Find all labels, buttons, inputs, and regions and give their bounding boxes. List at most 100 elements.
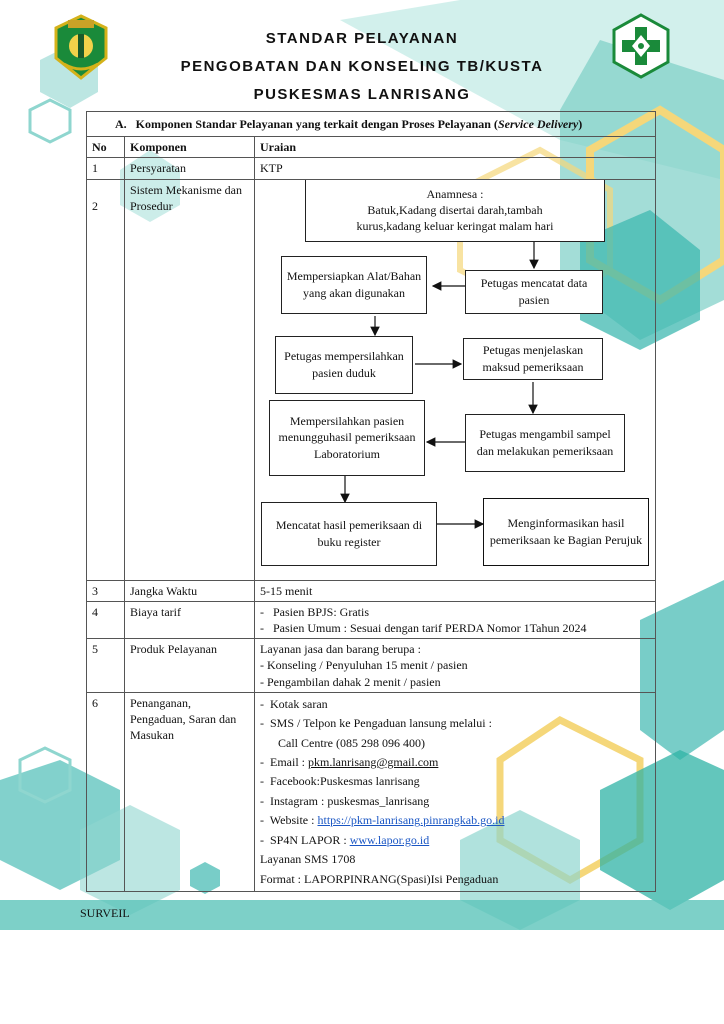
row-uraian: - Pasien BPJS: Gratis - Pasien Umum : Se… [254,600,656,640]
product-list: - Konseling / Penyuluhan 15 menit / pasi… [260,657,650,689]
list-item: Format : LAPORPINRANG(Spasi)Isi Pengadua… [260,870,650,889]
flow-step-explain-text: Petugas menjelaskan maksud pemeriksaan [482,343,584,374]
channel-website-link[interactable]: https://pkm-lanrisang.pinrangkab.go.id [317,813,505,828]
flow-step-record-register: Mencatat hasil pemeriksaan di buku regis… [261,501,437,566]
row-komponen: Sistem Mekanisme dan Prosedur [124,178,255,581]
row-uraian: 5-15 menit [254,579,656,602]
channel-email-link[interactable]: pkm.lanrisang@gmail.com [308,755,439,769]
title-line-2: PENGOBATAN DAN KONSELING TB/KUSTA [180,58,544,75]
row-komponen: Penanganan, Pengaduan, Saran dan Masukan [124,691,255,893]
channel-email-label: Email : [270,755,308,769]
section-label: A. [115,117,127,131]
row-komponen: Persyaratan [124,157,255,180]
row-number: 6 [86,691,125,893]
flow-step-record-register-text: Mencatat hasil pemeriksaan di buku regis… [275,518,423,549]
service-standard-table: A. Komponen Standar Pelayanan yang terka… [86,110,656,893]
flow-step-take-sample-text: Petugas mengambil sampel dan melakukan p… [476,427,614,458]
row-number: 3 [86,579,125,602]
header-uraian: Uraian [254,136,656,159]
flow-step-seat-patient-text: Petugas mempersilahkan pasien duduk [284,349,404,380]
procedure-flowchart: Anamnesa : Batuk,Kadang disertai darah,t… [255,179,655,580]
section-title-prefix: Komponen Standar Pelayanan yang terkait … [135,117,498,131]
table-row: 3 Jangka Waktu 5-15 menit [86,579,656,602]
list-item: - SP4N LAPOR : www.lapor.go.id [260,832,430,847]
row-number: 5 [86,638,125,693]
flow-step-wait-results-text: Mempersilahkan pasien menungguhasil peme… [278,414,416,461]
row-uraian: - Kotak saran - SMS / Telpon ke Pengadua… [254,691,656,893]
list-item: - Pengambilan dahak 2 menit / pasien [260,674,441,689]
table-row: 5 Produk Pelayanan Layanan jasa dan bara… [86,638,656,693]
product-intro: Layanan jasa dan barang berupa : [260,642,421,657]
header-komponen: Komponen [124,136,255,159]
list-item: - Instagram : puskesmas_lanrisang [260,793,430,808]
row-uraian: Layanan jasa dan barang berupa : - Konse… [254,638,656,693]
table-header-row: No Komponen Uraian [86,136,656,159]
fee-bpjs: Pasien BPJS: Gratis [273,604,370,619]
flow-step-wait-results: Mempersilahkan pasien menungguhasil peme… [269,399,425,476]
puskesmas-logo [612,13,670,79]
flow-step-prepare-tools-text: Mempersiapkan Alat/Bahan yang akan digun… [286,269,422,300]
channel-sms-format: Format : LAPORPINRANG(Spasi)Isi Pengadua… [260,871,499,886]
table-row-procedure: 2 Sistem Mekanisme dan Prosedur [86,178,656,581]
table-row: 4 Biaya tarif - Pasien BPJS: Gratis - Pa… [86,600,656,640]
row-number: 4 [86,600,125,640]
row-number-text: 2 [92,198,98,213]
flow-step-anamnesa-title: Anamnesa : [426,186,484,201]
list-item: - SMS / Telpon ke Pengaduan lansung mela… [260,716,492,731]
section-title: A. Komponen Standar Pelayanan yang terka… [86,110,656,138]
flow-step-prepare-tools: Mempersiapkan Alat/Bahan yang akan digun… [281,255,427,314]
channel-lapor-label: SP4N LAPOR : [270,832,350,847]
title-line-3: PUSKESMAS LANRISANG [253,86,471,103]
section-title-suffix: ) [578,117,583,131]
row-number: 2 [86,178,125,581]
channel-lapor-link[interactable]: www.lapor.go.id [349,832,430,847]
channel-facebook: Facebook:Puskesmas lanrisang [270,774,420,789]
row-komponen: Biaya tarif [124,600,255,640]
list-item: - Kotak saran [260,696,328,711]
title-line-1: STANDAR PELAYANAN [265,30,459,47]
list-item: - Pasien Umum : Sesuai dengan tarif PERD… [260,620,587,635]
list-item: Call Centre (085 298 096 400) [260,734,650,753]
channel-sms-phone: SMS / Telpon ke Pengaduan lansung melalu… [270,716,492,731]
fee-list: - Pasien BPJS: Gratis - Pasien Umum : Se… [260,604,650,636]
procedure-flowchart-cell: Anamnesa : Batuk,Kadang disertai darah,t… [254,178,656,581]
flow-step-seat-patient: Petugas mempersilahkan pasien duduk [275,335,413,394]
flow-step-inform-results-text: Menginformasikan hasil pemeriksaan ke Ba… [489,516,643,547]
flow-step-anamnesa-line3: kurus,kadang keluar keringat malam hari [356,219,554,234]
document-page: STANDAR PELAYANAN PENGOBATAN DAN KONSELI… [0,0,724,930]
channel-suggestion-box: Kotak saran [270,696,328,711]
flow-step-record-data: Petugas mencatat data pasien [465,269,603,314]
flow-step-anamnesa: Anamnesa : Batuk,Kadang disertai darah,t… [305,179,605,242]
flow-step-anamnesa-line2: Batuk,Kadang disertai darah,tambah [367,202,543,217]
product-counseling: Konseling / Penyuluhan 15 menit / pasien [267,658,468,673]
pinrang-regency-logo [54,14,108,80]
flow-step-record-data-text: Petugas mencatat data pasien [480,276,588,307]
flow-step-inform-results: Menginformasikan hasil pemeriksaan ke Ba… [483,497,649,566]
list-item: - Email : pkm.lanrisang@gmail.com [260,755,439,769]
table-row: 6 Penanganan, Pengaduan, Saran dan Masuk… [86,691,656,893]
product-sputum: Pengambilan dahak 2 menit / pasien [267,674,441,689]
flow-step-explain: Petugas menjelaskan maksud pemeriksaan [463,337,603,380]
channel-sms-service: Layanan SMS 1708 [260,852,356,867]
row-number: 1 [86,157,125,180]
list-item: - Facebook:Puskesmas lanrisang [260,774,420,789]
fee-umum: Pasien Umum : Sesuai dengan tarif PERDA … [273,620,587,635]
flow-step-take-sample: Petugas mengambil sampel dan melakukan p… [465,413,625,472]
footer-label: SURVEIL [80,906,130,920]
table-row: 1 Persyaratan KTP [86,157,656,180]
row-komponen: Produk Pelayanan [124,638,255,693]
channel-instagram: Instagram : puskesmas_lanrisang [270,793,430,808]
section-title-italic: Service Delivery [497,117,579,131]
channel-website-label: Website : [269,813,318,828]
flowchart-arrows [340,241,539,529]
header-no: No [86,136,125,159]
row-uraian: KTP [254,157,656,180]
list-item: Layanan SMS 1708 [260,850,650,869]
row-komponen: Jangka Waktu [124,579,255,602]
list-item: - Pasien BPJS: Gratis [260,604,370,619]
list-item: - Website : https://pkm-lanrisang.pinran… [260,813,505,828]
section-header-row: A. Komponen Standar Pelayanan yang terka… [86,110,656,138]
channel-call-centre: Call Centre (085 298 096 400) [278,735,425,750]
list-item: - Konseling / Penyuluhan 15 menit / pasi… [260,658,468,673]
complaint-channel-list: - Kotak saran - SMS / Telpon ke Pengadua… [260,695,650,889]
